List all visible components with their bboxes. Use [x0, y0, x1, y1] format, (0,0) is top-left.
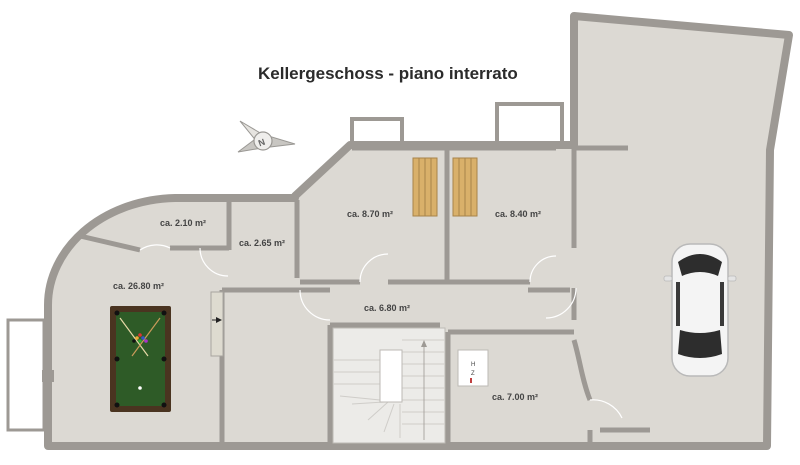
- room-area-label: ca. 8.70 m²: [347, 209, 393, 219]
- floor-area: [44, 12, 793, 450]
- room-area-label: ca. 2.65 m²: [239, 238, 285, 248]
- window-bay-left: [6, 318, 46, 432]
- plan-title: Kellergeschoss - piano interrato: [258, 64, 518, 83]
- heater-label-h: H: [471, 362, 475, 368]
- arrow-icon: [216, 317, 222, 323]
- shelf-left: [412, 157, 438, 217]
- heater-unit: H Z: [457, 349, 489, 387]
- wall-pillar: [42, 370, 54, 382]
- room-area-label: ca. 8.40 m²: [495, 209, 541, 219]
- compass-north-letter: N: [257, 137, 267, 149]
- wall-radiator: [210, 291, 224, 357]
- lightwell-right: [495, 102, 564, 147]
- door-swings: [139, 244, 623, 419]
- room-area-label: ca. 26.80 m²: [113, 281, 164, 291]
- billiard-table: [110, 306, 171, 412]
- heater-label-z: Z: [471, 371, 475, 377]
- compass-icon: N: [237, 120, 296, 153]
- room-area-label: ca. 7.00 m²: [492, 392, 538, 402]
- car: [663, 243, 737, 377]
- interior-walls: [79, 145, 650, 446]
- room-labels: ca. 26.80 m² ca. 2.10 m² ca. 2.65 m² ca.…: [113, 209, 541, 402]
- room-area-label: ca. 6.80 m²: [364, 303, 410, 313]
- staircase: [332, 327, 446, 444]
- shelf-right: [452, 157, 478, 217]
- room-area-label: ca. 2.10 m²: [160, 218, 206, 228]
